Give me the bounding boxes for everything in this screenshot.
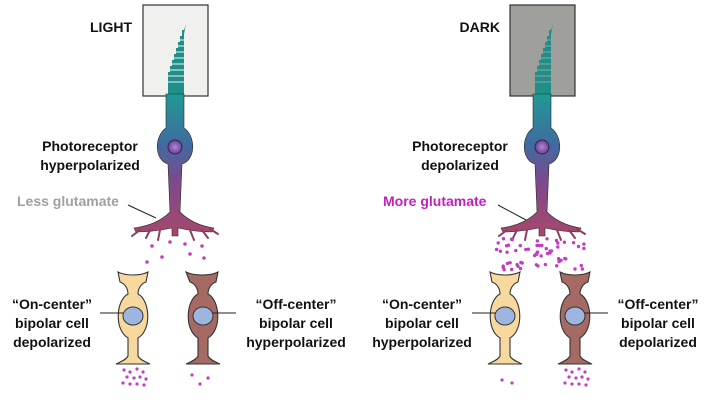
dark-off-cell-line-3: depolarized [619,334,697,350]
glutamate-dot [582,242,586,246]
light-photoreceptor-nucleus [167,139,183,155]
dark-photoreceptor-nucleus [534,139,550,155]
glutamate-dot [556,257,561,261]
glutamate-dot [537,243,541,248]
glutamate-dot [545,237,549,241]
glutamate-dot [524,247,528,252]
glutamate-dot [555,264,559,268]
light-photoreceptor-line-2: hyperpolarized [40,157,140,173]
dark-off-center-bipolar-cell [557,271,593,365]
dark-on-cell-line-3: hyperpolarized [372,334,472,350]
glutamate-dot [535,239,540,243]
glutamate-dot [510,267,514,272]
light-on-cell-glutamate [121,367,148,387]
glutamate-dot [579,263,583,268]
dark-outer-segment [535,24,553,98]
glutamate-dot [496,241,500,245]
glutamate-dot [502,268,506,272]
dark-photoreceptor-line-2: depolarized [421,157,499,173]
glutamate-dot [519,260,523,265]
light-off-cell-glutamate [190,373,210,386]
glutamate-dot [571,241,576,245]
dark-on-center-bipolar-cell [487,271,523,365]
dark-inner-segment [500,93,582,237]
light-glutamate-release [145,240,206,264]
glutamate-dot [556,245,560,249]
glutamate-dot [554,238,559,243]
dark-on-cell-line-1: “On-center” [381,296,463,312]
dark-glutamate-release [494,237,586,272]
glutamate-dot [582,246,586,251]
dark-photoreceptor-label: Photoreceptor depolarized [392,137,528,175]
light-on-cell-line-2: bipolar cell [15,315,89,331]
light-photoreceptor-label: Photoreceptor hyperpolarized [20,137,160,175]
glutamate-dot [508,261,512,265]
glutamate-dot [539,254,543,258]
light-on-center-bipolar-cell [115,271,151,365]
glutamate-dot [518,266,523,271]
light-leader-lines [100,204,236,314]
dark-on-cell-glutamate [500,378,514,385]
dark-off-cell-line-2: bipolar cell [621,315,695,331]
dark-on-cell-line-2: bipolar cell [385,315,459,331]
light-inner-segment [133,93,215,237]
glutamate-dot [509,237,514,241]
glutamate-dot [535,250,540,254]
light-condition-label: LIGHT [90,19,132,35]
dark-glutamate-label: More glutamate [383,193,487,209]
glutamate-dot [580,267,585,271]
light-on-cell-line-1: “On-center” [11,296,93,312]
dark-on-cell-nucleus [494,306,516,326]
light-photoreceptor [131,24,219,241]
glutamate-dot [518,243,522,248]
glutamate-dot [515,262,519,267]
glutamate-dot [563,256,567,261]
glutamate-dot [562,240,567,244]
dark-condition-label: DARK [459,19,500,35]
dark-off-cell-label: “Off-center” bipolar cell depolarized [606,295,710,352]
glutamate-dot [543,262,548,267]
dark-photoreceptor [498,24,586,241]
glutamate-dot [506,243,511,247]
glutamate-dot [573,267,577,271]
glutamate-dot [526,247,531,251]
light-on-cell-label: “On-center” bipolar cell depolarized [4,295,100,352]
light-off-center-bipolar-cell [184,270,221,365]
light-panel [100,4,236,387]
light-off-cell-line-2: bipolar cell [259,315,333,331]
dark-off-cell-glutamate [563,367,590,387]
glutamate-dot [559,258,563,262]
dark-leader-lines [472,204,608,314]
dark-panel [472,4,608,387]
glutamate-dot [536,264,540,268]
glutamate-dot [505,250,509,254]
light-on-cell-line-3: depolarized [13,334,91,350]
light-on-cell-nucleus [122,306,144,326]
glutamate-dot [544,246,548,251]
glutamate-dot [505,261,510,266]
glutamate-dot [556,241,560,245]
glutamate-dot [548,251,552,255]
light-off-cell-line-3: hyperpolarized [246,334,346,350]
light-glutamate-label: Less glutamate [17,193,119,209]
light-photoreceptor-line-1: Photoreceptor [42,138,138,154]
glutamate-dot [494,247,499,252]
glutamate-dot [514,248,518,253]
light-off-cell-label: “Off-center” bipolar cell hyperpolarized [236,295,356,352]
light-off-cell-nucleus [192,306,214,326]
dark-on-cell-label: “On-center” bipolar cell hyperpolarized [370,295,474,352]
light-outer-segment [168,24,186,98]
glutamate-dot [540,243,544,248]
glutamate-dot [576,244,581,249]
dark-off-cell-line-1: “Off-center” [617,296,699,312]
dark-off-cell-nucleus [564,306,586,326]
glutamate-dot [501,237,506,241]
glutamate-dot [498,249,503,253]
dark-photoreceptor-line-1: Photoreceptor [412,138,508,154]
light-off-cell-line-1: “Off-center” [255,296,337,312]
